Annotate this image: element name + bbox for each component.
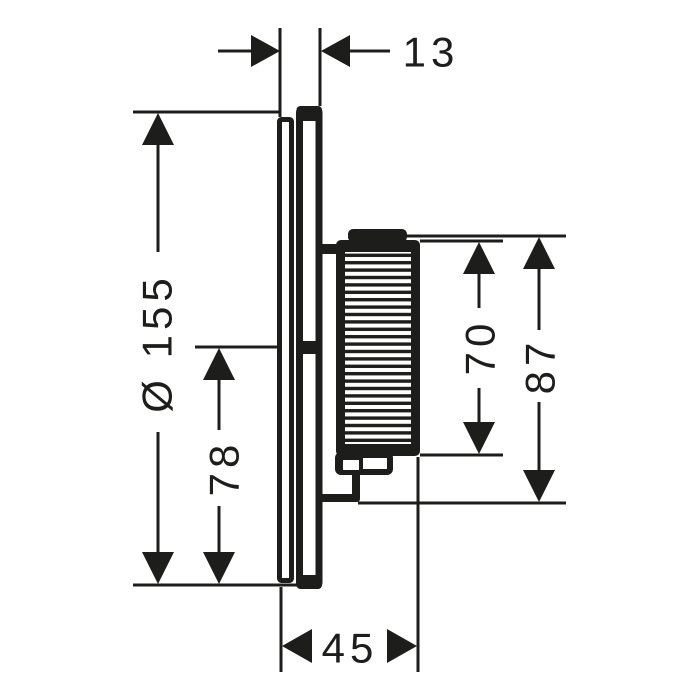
handle-top-cap: [348, 229, 407, 242]
face-plate-center-joint: [296, 341, 322, 354]
dim-handle-height: 70: [420, 239, 504, 457]
dim-plate-depth: 13: [218, 28, 460, 117]
dim-label-overall-height: 87: [517, 338, 564, 395]
dim-label-plate-diameter: Ø 155: [134, 273, 181, 412]
dim-plate-diameter: Ø 155: [133, 110, 297, 587]
dim-label-handle-height: 70: [457, 319, 504, 376]
arrowhead-left-icon: [321, 35, 350, 67]
face-plate-top-cap: [296, 106, 322, 121]
stem-connector-vertical: [352, 473, 360, 498]
arrowhead-right-icon: [387, 629, 417, 663]
dim-installation-depth: 45: [279, 457, 420, 672]
arrowhead-down-icon: [523, 470, 555, 502]
stem-connector-horizontal: [319, 494, 360, 502]
dim-bottom-to-center: 78: [195, 345, 277, 584]
dim-label-bottom-to-center: 78: [201, 440, 248, 497]
arrowhead-down-icon: [203, 552, 235, 584]
stem-slot-left: [343, 460, 359, 470]
stem-slot-right: [363, 458, 387, 469]
valve-side-view: [277, 106, 420, 589]
dim-overall-height: 87: [358, 234, 566, 505]
arrowhead-left-icon: [282, 629, 312, 663]
handle-knurl-texture: [345, 252, 411, 444]
arrowhead-up-icon: [463, 242, 495, 274]
handle-mount-stub: [319, 244, 338, 254]
escutcheon-plate-edge: [277, 117, 294, 583]
arrowhead-up-icon: [142, 113, 174, 145]
arrowhead-right-icon: [251, 35, 280, 67]
arrowhead-down-icon: [463, 422, 495, 454]
dim-label-installation-depth: 45: [322, 625, 379, 672]
face-plate-bottom-cap: [296, 575, 322, 589]
arrowhead-up-icon: [203, 348, 235, 380]
arrowhead-down-icon: [142, 552, 174, 584]
arrowhead-up-icon: [523, 237, 555, 269]
dim-label-plate-depth: 13: [403, 29, 460, 76]
